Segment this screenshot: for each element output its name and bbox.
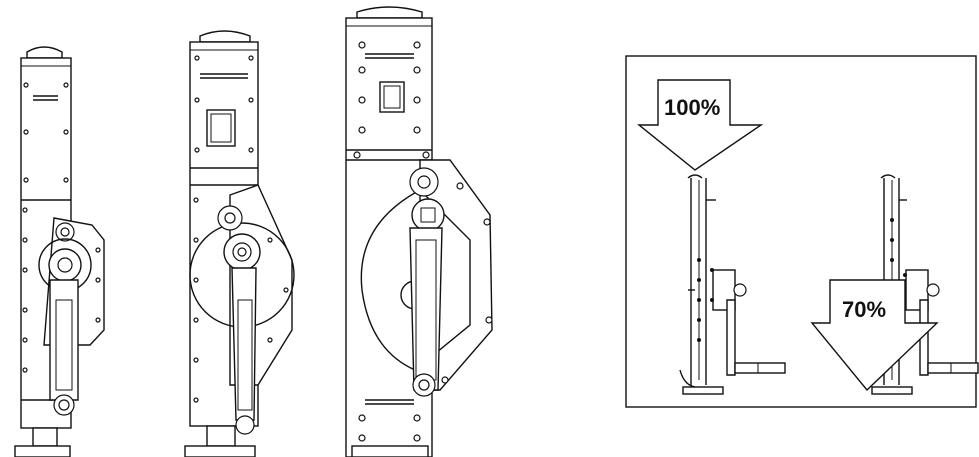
jack-medium-drawing (184, 30, 295, 457)
jack-small-drawing (14, 46, 105, 457)
load-label-full: 100% (664, 95, 720, 120)
jack-large-drawing (345, 6, 493, 457)
load-capacity-panel: 100% (625, 55, 979, 408)
load-arrow-70 (810, 279, 939, 392)
load-arrow-100 (637, 79, 764, 171)
jack-schematic-full (679, 174, 786, 395)
load-label-reduced: 70% (842, 297, 886, 322)
